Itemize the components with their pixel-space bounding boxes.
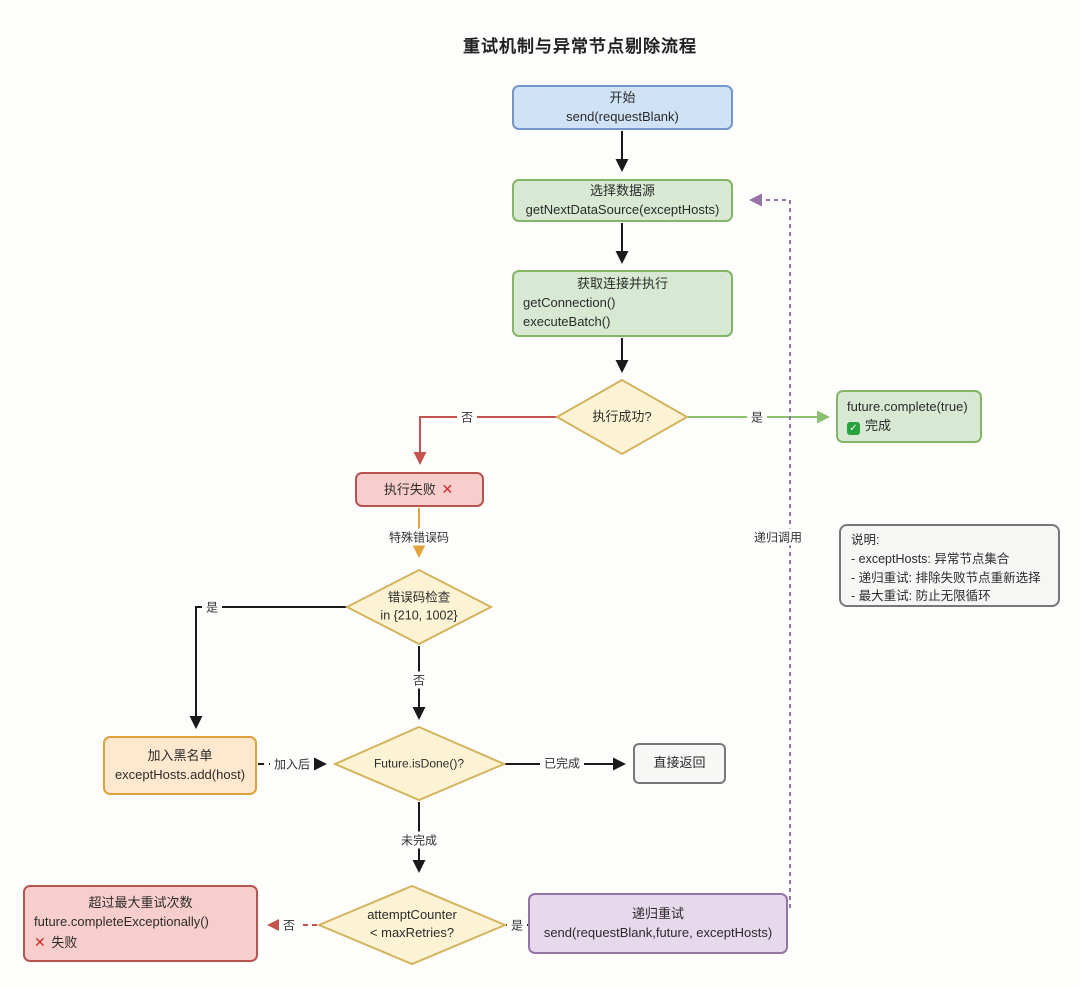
node-max-retries-code: future.completeExceptionally() bbox=[34, 914, 209, 930]
node-blacklist: 加入黑名单 exceptHosts.add(host) bbox=[103, 736, 257, 795]
node-max-retries-label: 失败 bbox=[51, 934, 78, 950]
node-conn-title: 获取连接并执行 bbox=[576, 276, 668, 292]
edge-label-attempt-no: 否 bbox=[278, 916, 300, 934]
node-conn-code2: executeBatch() bbox=[523, 313, 611, 329]
diamond-attempt-check bbox=[316, 884, 508, 966]
node-complete-status: ✓ 完成 bbox=[847, 417, 971, 436]
diamond-error-check-line2: in {210, 1002} bbox=[380, 608, 458, 622]
node-select-title: 选择数据源 bbox=[589, 182, 655, 198]
node-max-retries-status: ✕ 失败 bbox=[34, 932, 247, 953]
node-complete-label: 完成 bbox=[865, 417, 892, 433]
node-select-code: getNextDataSource(exceptHosts) bbox=[525, 201, 720, 217]
note-item-1: - exceptHosts: 异常节点集合 bbox=[851, 551, 1010, 566]
diamond-error-check-line1: 错误码检查 bbox=[387, 590, 451, 605]
node-select-datasource: 选择数据源 getNextDataSource(exceptHosts) bbox=[512, 179, 733, 222]
diamond-error-check-label: 错误码检查 in {210, 1002} bbox=[380, 590, 457, 625]
edge-label-success-yes: 是 bbox=[746, 408, 768, 426]
fail-x-icon: ✕ bbox=[441, 481, 454, 498]
note-box: 说明: - exceptHosts: 异常节点集合 - 递归重试: 排除失败节点… bbox=[839, 524, 1060, 607]
diamond-attempt-line2: < maxRetries? bbox=[369, 925, 455, 940]
diamond-error-check bbox=[344, 568, 494, 646]
diamond-exec-success bbox=[554, 378, 690, 456]
edge-label-recursive-call: 递归调用 bbox=[749, 528, 807, 546]
diamond-exec-success-label: 执行成功? bbox=[592, 408, 652, 424]
node-exec-fail-label: 执行失败 ✕ bbox=[366, 479, 473, 500]
node-recursive-title: 递归重试 bbox=[631, 905, 684, 921]
node-exec-fail-text: 执行失败 bbox=[383, 482, 436, 498]
edge-errorcheck-yes bbox=[189, 606, 347, 729]
node-direct-return: 直接返回 bbox=[633, 743, 726, 784]
node-complete-code: future.complete(true) bbox=[847, 398, 968, 414]
node-max-retries: 超过最大重试次数 future.completeExceptionally() … bbox=[23, 885, 258, 962]
node-recursive-retry: 递归重试 send(requestBlank,future, exceptHos… bbox=[528, 893, 788, 954]
page-title: 重试机制与异常节点剔除流程 bbox=[463, 37, 697, 56]
note-item-3: - 最大重试: 防止无限循环 bbox=[851, 589, 991, 604]
edge-label-special-error: 特殊错误码 bbox=[384, 528, 454, 546]
diamond-attempt-line1: attemptCounter bbox=[367, 906, 457, 922]
node-direct-return-label: 直接返回 bbox=[653, 755, 706, 771]
node-conn-code1: getConnection() bbox=[523, 295, 616, 311]
node-start-code: send(requestBlank) bbox=[566, 108, 679, 124]
node-complete: future.complete(true) ✓ 完成 bbox=[836, 390, 982, 443]
diamond-is-done-label: Future.isDone()? bbox=[373, 756, 465, 771]
note-title: 说明: bbox=[851, 533, 880, 547]
note-item-2: - 递归重试: 排除失败节点重新选择 bbox=[851, 570, 1041, 585]
edge-label-attempt-yes: 是 bbox=[506, 916, 528, 934]
node-start-title: 开始 bbox=[609, 89, 636, 105]
success-check-icon: ✓ bbox=[847, 421, 860, 435]
edge-label-done: 已完成 bbox=[539, 754, 585, 772]
node-start: 开始 send(requestBlank) bbox=[512, 85, 733, 130]
fail-x-icon: ✕ bbox=[34, 933, 46, 950]
diamond-is-done bbox=[332, 725, 507, 802]
diamond-attempt-check-label: attemptCounter < maxRetries? bbox=[367, 906, 457, 942]
node-blacklist-title: 加入黑名单 bbox=[147, 747, 213, 763]
edge-label-errorcheck-yes: 是 bbox=[201, 598, 223, 616]
node-blacklist-code: exceptHosts.add(host) bbox=[114, 766, 246, 782]
node-get-connection: 获取连接并执行 getConnection() executeBatch() bbox=[512, 270, 733, 337]
edge-success-no bbox=[413, 416, 557, 465]
edge-recursive-call bbox=[749, 193, 791, 908]
node-exec-fail: 执行失败 ✕ bbox=[355, 472, 484, 507]
edge-label-errorcheck-no: 否 bbox=[408, 671, 430, 689]
node-recursive-code: send(requestBlank,future, exceptHosts) bbox=[543, 924, 773, 940]
edge-label-not-done: 未完成 bbox=[396, 831, 442, 849]
node-max-retries-title: 超过最大重试次数 bbox=[88, 895, 193, 911]
edge-label-after-add: 加入后 bbox=[269, 755, 315, 773]
edge-label-success-no: 否 bbox=[456, 408, 478, 426]
